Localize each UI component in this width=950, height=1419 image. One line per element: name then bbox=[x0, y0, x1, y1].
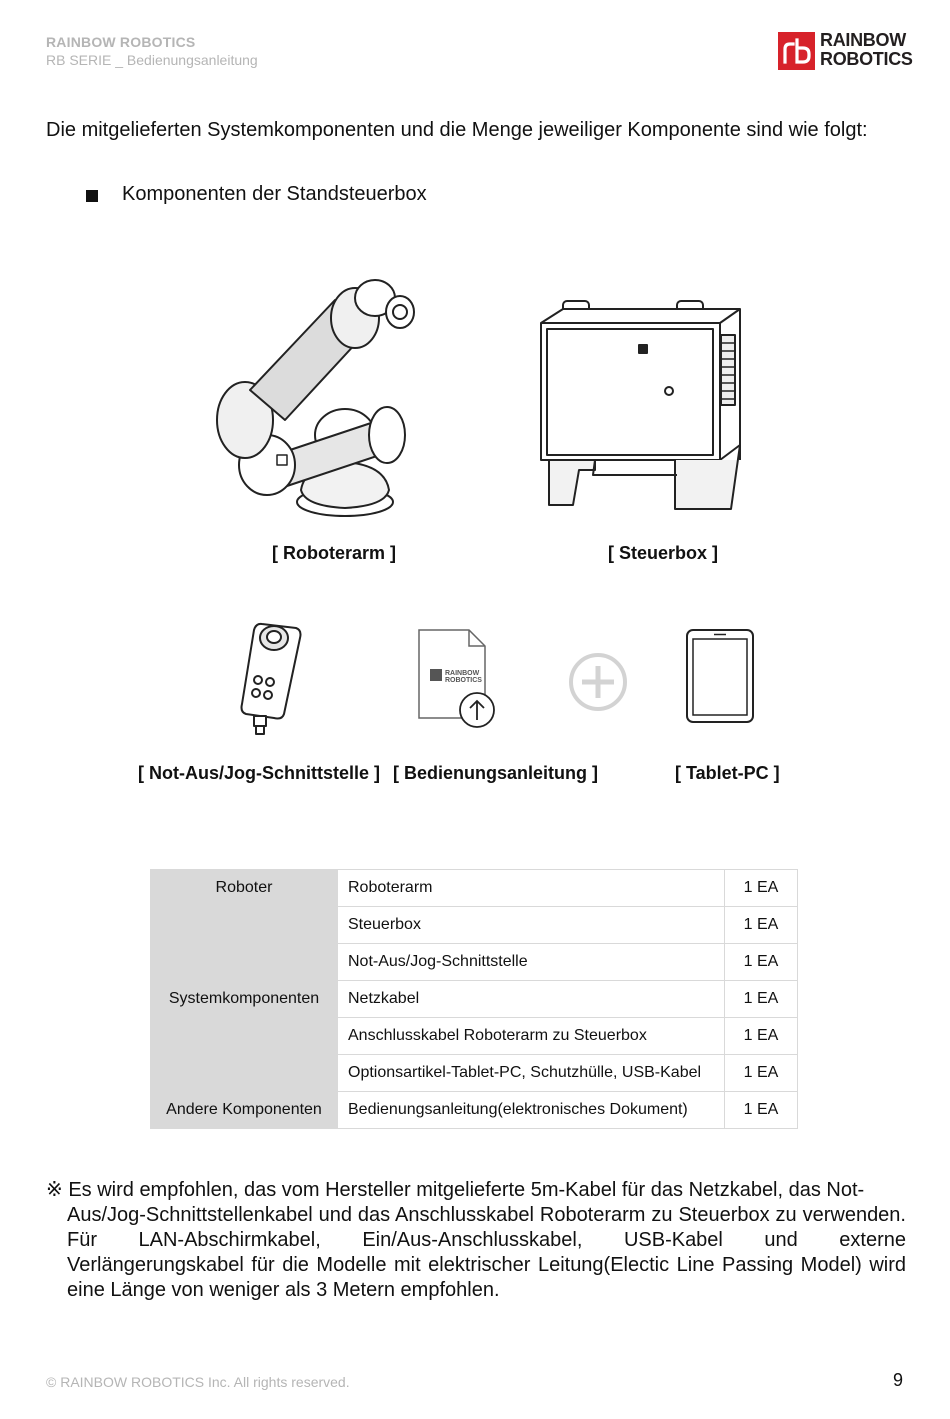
table-row: Optionsartikel-Tablet-PC, Schutzhülle, U… bbox=[151, 1054, 798, 1092]
category-system: Systemkomponenten bbox=[150, 906, 338, 1092]
table-row: Netzkabel 1 EA bbox=[151, 980, 798, 1018]
cable-note-first-line: ※ Es wird empfohlen, das vom Hersteller … bbox=[46, 1179, 865, 1201]
caption-estop: [ Not-Aus/Jog-Schnittstelle ] bbox=[138, 763, 380, 783]
category-other: Andere Komponenten bbox=[150, 1091, 338, 1129]
rainbow-robotics-logo: RAINBOW ROBOTICS bbox=[778, 31, 913, 72]
footer-copyright: © RAINBOW ROBOTICS Inc. All rights reser… bbox=[46, 1374, 350, 1390]
item-cell: Not-Aus/Jog-Schnittstelle bbox=[337, 943, 725, 981]
manual-icon-label-1: RAINBOW bbox=[445, 670, 480, 677]
components-table: Roboter Roboterarm 1 EA Systemkomponente… bbox=[150, 869, 798, 1129]
item-cell: Anschlusskabel Roboterarm zu Steuerbox bbox=[337, 1017, 725, 1055]
table-row: Roboter Roboterarm 1 EA bbox=[150, 869, 798, 907]
manual-document-icon: RAINBOW ROBOTICS bbox=[418, 629, 495, 728]
caption-control-box: [ Steuerbox ] bbox=[608, 543, 719, 563]
robot-arm-illustration bbox=[216, 279, 415, 517]
count-cell: 1 EA bbox=[724, 906, 798, 944]
table-row: Anschlusskabel Roboterarm zu Steuerbox 1… bbox=[151, 1017, 798, 1055]
caption-tablet: [ Tablet-PC ] bbox=[675, 763, 780, 783]
count-cell: 1 EA bbox=[724, 1091, 798, 1129]
estop-jog-illustration bbox=[240, 622, 302, 735]
table-row: Not-Aus/Jog-Schnittstelle 1 EA bbox=[151, 943, 798, 981]
logo-wordmark: RAINBOW ROBOTICS bbox=[820, 31, 913, 69]
control-box-illustration bbox=[540, 300, 741, 510]
item-cell: Roboterarm bbox=[337, 869, 725, 907]
count-cell: 1 EA bbox=[724, 1054, 798, 1092]
table-row: Systemkomponenten Steuerbox 1 EA bbox=[150, 906, 798, 1092]
item-cell: Optionsartikel-Tablet-PC, Schutzhülle, U… bbox=[337, 1054, 725, 1092]
tablet-icon bbox=[686, 629, 754, 723]
header-company: RAINBOW ROBOTICS bbox=[46, 34, 196, 50]
count-cell: 1 EA bbox=[724, 1017, 798, 1055]
item-cell: Netzkabel bbox=[337, 980, 725, 1018]
manual-icon-label-2: ROBOTICS bbox=[445, 677, 482, 684]
item-cell: Bedienungsanleitung(elektronisches Dokum… bbox=[337, 1091, 725, 1129]
page-number: 9 bbox=[893, 1370, 904, 1390]
plus-icon bbox=[569, 653, 627, 711]
count-cell: 1 EA bbox=[724, 869, 798, 907]
category-robot: Roboter bbox=[150, 869, 338, 907]
bullet-text: Komponenten der Standsteuerbox bbox=[122, 183, 427, 205]
cable-note: ※ Es wird empfohlen, das vom Hersteller … bbox=[46, 1178, 906, 1303]
table-row: Andere Komponenten Bedienungsanleitung(e… bbox=[150, 1091, 798, 1129]
caption-robot-arm: [ Roboterarm ] bbox=[272, 543, 397, 563]
cable-note-rest: Aus/Jog-Schnittstellenkabel und das Ansc… bbox=[67, 1204, 906, 1301]
count-cell: 1 EA bbox=[724, 980, 798, 1018]
caption-manual: [ Bedienungsanleitung ] bbox=[393, 763, 598, 783]
header-doc-title: RB SERIE _ Bedienungsanleitung bbox=[46, 52, 258, 68]
logo-line-1: RAINBOW bbox=[820, 30, 906, 50]
logo-mark bbox=[778, 32, 815, 70]
bullet-square-icon bbox=[86, 190, 98, 202]
item-cell: Steuerbox bbox=[337, 906, 725, 944]
count-cell: 1 EA bbox=[724, 943, 798, 981]
intro-paragraph: Die mitgelieferten Systemkomponenten und… bbox=[46, 119, 868, 141]
logo-line-2: ROBOTICS bbox=[820, 49, 913, 69]
